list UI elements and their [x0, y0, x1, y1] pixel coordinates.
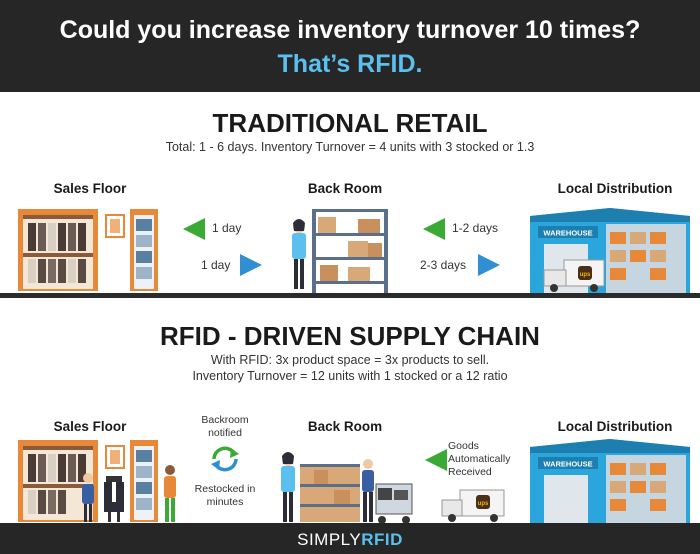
arrow-right-icon — [240, 254, 262, 276]
notified-line-1: Backroom — [201, 414, 249, 426]
trad-label-local-distribution: Local Distribution — [557, 181, 673, 196]
ground-line-traditional — [0, 293, 700, 298]
notified-line-2: notified — [208, 427, 242, 439]
clothing-rack-icon — [18, 440, 176, 522]
warehouse-sign: WAREHOUSE — [543, 229, 592, 238]
warehouse-icon: WAREHOUSE ups — [530, 208, 690, 294]
restocked-line-1: Restocked in — [194, 483, 256, 495]
rfid-subtitle-2: Inventory Turnover = 12 units with 1 sto… — [192, 369, 508, 383]
arrow-right-icon — [478, 254, 500, 276]
traditional-title: TRADITIONAL RETAIL — [212, 108, 488, 138]
worker-icon — [281, 452, 295, 522]
brand-part-1: SIMPLY — [297, 530, 362, 549]
rfid-label-back-room: Back Room — [307, 419, 383, 434]
goods-line-3: Received — [448, 466, 492, 478]
rfid-label-local-distribution: Local Distribution — [557, 419, 673, 434]
goods-line-1: Goods — [448, 440, 479, 452]
worker-icon — [164, 465, 176, 522]
refresh-icon — [211, 446, 239, 472]
arrow-left-icon — [425, 449, 447, 471]
brand-logo: SIMPLYRFID — [0, 530, 700, 550]
trad-arrow-label-3: 1-2 days — [452, 221, 499, 235]
arrow-left-icon — [183, 218, 205, 240]
worker-icon — [362, 459, 374, 522]
header-banner — [0, 0, 700, 92]
footer-bar — [0, 523, 700, 554]
truck-icon: ups — [543, 259, 605, 292]
rfid-subtitle-1: With RFID: 3x product space = 3x product… — [210, 353, 490, 367]
shelving-icon — [281, 452, 413, 524]
rfid-label-sales-floor: Sales Floor — [53, 419, 127, 434]
brand-part-2: RFID — [361, 530, 403, 549]
worker-icon — [292, 219, 306, 289]
headline-accent: That’s RFID. — [277, 50, 423, 78]
trad-label-sales-floor: Sales Floor — [53, 181, 127, 196]
restocked-line-2: minutes — [206, 496, 244, 508]
trad-arrow-label-4: 2-3 days — [420, 258, 467, 272]
worker-icon — [82, 473, 94, 522]
warehouse-icon: WAREHOUSE — [530, 439, 690, 523]
trad-arrow-label-1: 1 day — [212, 221, 242, 235]
warehouse-sign: WAREHOUSE — [543, 460, 592, 469]
truck-logo: ups — [478, 501, 489, 507]
arrow-left-icon — [423, 218, 445, 240]
goods-line-2: Automatically — [448, 453, 511, 465]
rfid-title: RFID - DRIVEN SUPPLY CHAIN — [160, 321, 540, 351]
headline: Could you increase inventory turnover 10… — [59, 16, 641, 44]
truck-logo: ups — [580, 272, 591, 278]
clothing-rack-icon — [18, 209, 158, 291]
trad-arrow-label-2: 1 day — [201, 258, 231, 272]
trad-label-back-room: Back Room — [307, 181, 383, 196]
truck-icon: ups — [441, 489, 505, 522]
traditional-subtitle: Total: 1 - 6 days. Inventory Turnover = … — [165, 140, 535, 154]
shelving-icon — [292, 209, 388, 293]
